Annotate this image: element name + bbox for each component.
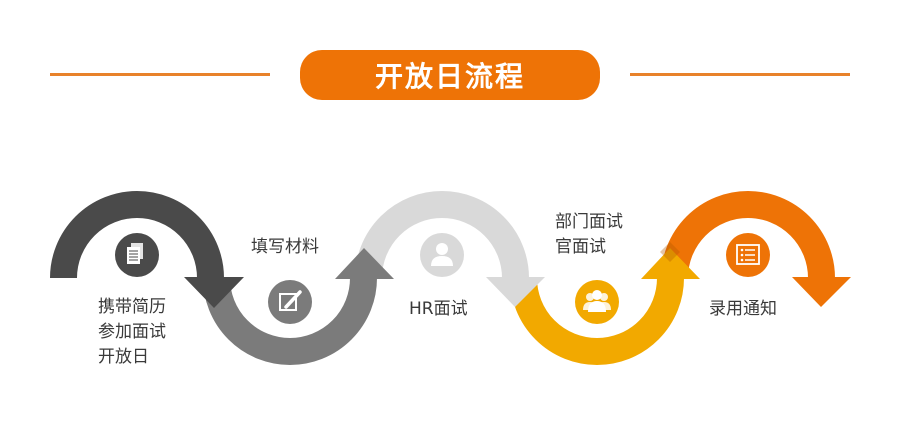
step1-label-line2: 参加面试 bbox=[98, 322, 166, 342]
step2-label-line1: 填写材料 bbox=[251, 237, 319, 257]
step1-label: 携带简历 参加面试 开放日 bbox=[98, 295, 166, 370]
step4-arc-arrow bbox=[510, 242, 700, 365]
list-icon bbox=[726, 233, 770, 277]
step1-label-line1: 携带简历 bbox=[98, 297, 166, 317]
step5-arc-arrow bbox=[661, 191, 851, 307]
document-icon bbox=[115, 233, 159, 277]
step2-arc-arrow bbox=[203, 248, 394, 365]
step3-arc-arrow bbox=[355, 191, 545, 307]
step2-label: 填写材料 bbox=[251, 235, 319, 260]
step1-arc-arrow bbox=[50, 191, 244, 308]
step4-label: 部门面试 官面试 bbox=[555, 210, 623, 260]
step4-label-line2: 官面试 bbox=[555, 237, 606, 257]
step5-label-line1: 录用通知 bbox=[709, 299, 777, 319]
step5-label: 录用通知 bbox=[709, 297, 777, 322]
step4-label-line1: 部门面试 bbox=[555, 212, 623, 232]
header-rule-left bbox=[50, 73, 270, 76]
title-banner: 开放日流程 bbox=[300, 50, 600, 100]
user-icon bbox=[420, 233, 464, 277]
header-rule-right bbox=[630, 73, 850, 76]
edit-pencil-icon bbox=[268, 280, 312, 324]
step3-label: HR面试 bbox=[409, 297, 468, 322]
step3-label-line1: HR面试 bbox=[409, 299, 468, 319]
page-title: 开放日流程 bbox=[374, 60, 525, 93]
step1-label-line3: 开放日 bbox=[98, 347, 149, 367]
group-icon bbox=[575, 280, 619, 324]
